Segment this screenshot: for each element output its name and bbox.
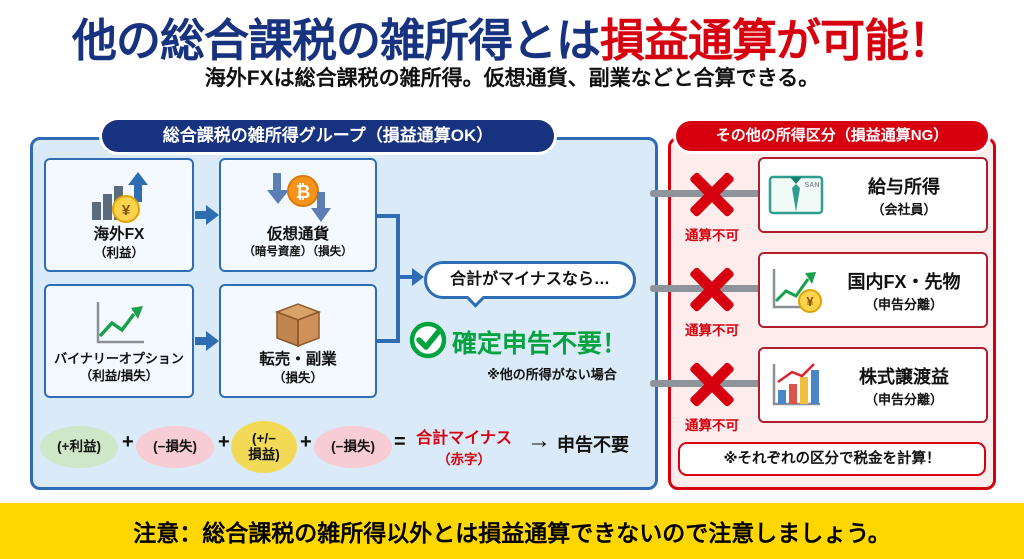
x-icon	[688, 360, 736, 408]
formula-chip-loss-2: (−損失)	[314, 426, 392, 468]
box-binary-option: バイナリーオプション （利益/損失）	[44, 284, 194, 398]
left-panel-header: 総合課税の雑所得グループ（損益通算OK）	[102, 120, 554, 152]
no-other-income-note: ※他の所得がない場合	[487, 367, 617, 382]
arrow-right-icon	[195, 331, 219, 351]
per-category-tax-note: ※それぞれの区分で税金を計算！	[678, 442, 986, 476]
chip-text: (−損失)	[331, 439, 375, 455]
x-icon	[688, 170, 736, 218]
formula-result: 合計マイナス （赤字）	[404, 424, 524, 468]
row-title: 株式譲渡益	[859, 366, 949, 387]
yen-glyph: ¥	[122, 202, 131, 219]
stock-bar-chart-icon	[772, 363, 820, 406]
equals-operator: =	[394, 431, 406, 453]
domestic-fx-chart-icon: ¥	[772, 269, 822, 313]
box-overseas-fx: ¥ 海外FX （利益）	[44, 158, 194, 272]
page-title: 他の総合課税の雑所得とは損益通算が可能！	[0, 4, 1024, 69]
formula-chip-profit: (+利益)	[40, 426, 118, 468]
row-domestic-fx: ¥ 国内FX・先物 （申告分離）	[758, 252, 988, 328]
box-label: バイナリーオプション	[54, 351, 184, 367]
box-label: 仮想通貨	[266, 226, 329, 244]
bracket-line-middle	[396, 275, 412, 279]
bracket-arrowhead-icon	[412, 268, 424, 286]
box-label: 海外FX	[93, 225, 145, 243]
row-text: 国内FX・先物 （申告分離）	[830, 268, 978, 313]
bracket-line-top	[377, 214, 400, 218]
result-line1: 合計マイナス	[416, 430, 512, 447]
btc-glyph: ₿	[296, 182, 311, 202]
right-panel-header: その他の所得区分（損益通算NG）	[676, 121, 988, 151]
plus-operator: +	[300, 431, 312, 453]
title-red-part: 損益通算が可能！	[600, 15, 953, 66]
check-icon	[409, 321, 447, 359]
box-sublabel: （利益）	[93, 245, 144, 260]
box-sublabel: （暗号資産）（損失）	[243, 246, 353, 259]
box-sublabel: （利益/損失）	[79, 369, 159, 384]
chip-text: (−損失)	[153, 439, 197, 455]
box-resale-side-job: 転売・副業 （損失）	[219, 284, 377, 398]
cardboard-box-icon	[274, 303, 322, 347]
row-stock-gains: 株式譲渡益 （申告分離）	[758, 347, 988, 423]
box-sublabel: （損失）	[272, 370, 323, 385]
cannot-offset-label: 通算不可	[685, 323, 739, 338]
yen-glyph: ¥	[806, 294, 814, 309]
row-title: 給与所得	[868, 176, 940, 197]
binary-chart-icon	[96, 302, 144, 344]
row-title: 国内FX・先物	[847, 271, 961, 292]
formula-conclusion: 申告不要	[557, 435, 629, 455]
salary-tie-icon: SAN	[768, 175, 824, 215]
caution-text: 注意：総合課税の雑所得以外とは損益通算できないので注意しましょう。	[133, 520, 891, 546]
plus-operator: +	[218, 431, 230, 453]
sum-minus-bubble: 合計がマイナスなら…	[424, 261, 636, 308]
cannot-offset-label: 通算不可	[685, 228, 739, 243]
no-tax-return-text: 確定申告不要！	[452, 330, 628, 358]
row-text: 給与所得 （会社員）	[830, 173, 978, 218]
plus-operator: +	[122, 431, 134, 453]
caution-banner: 注意：総合課税の雑所得以外とは損益通算できないので注意しましょう。	[0, 503, 1024, 559]
formula-chip-plusminus: (+/− 損益)	[231, 421, 297, 473]
row-sub: （申告分離）	[864, 391, 943, 407]
box-crypto: ₿ 仮想通貨 （暗号資産）（損失）	[219, 158, 377, 272]
chip-text: (+/−	[251, 431, 276, 447]
row-salary-income: SAN 給与所得 （会社員）	[758, 157, 988, 233]
bubble-text: 合計がマイナスなら…	[450, 271, 610, 288]
arrow-right-glyph: →	[527, 427, 551, 454]
bracket-line-bottom	[377, 339, 400, 343]
box-label: 転売・副業	[259, 350, 337, 368]
formula-chip-loss-1: (−損失)	[136, 426, 214, 468]
row-sub: （会社員）	[871, 201, 937, 217]
title-blue-part: 他の総合課税の雑所得とは	[71, 15, 601, 66]
row-sub: （申告分離）	[864, 296, 943, 312]
fx-bar-chart-icon: ¥	[92, 171, 148, 223]
row-text: 株式譲渡益 （申告分離）	[830, 363, 978, 408]
card-text: SAN	[805, 182, 820, 189]
subtitle: 海外FXは総合課税の雑所得。仮想通貨、副業などと合算できる。	[204, 67, 820, 90]
x-icon	[688, 265, 736, 313]
arrow-right-icon	[195, 205, 219, 225]
chip-text: 損益)	[248, 447, 280, 462]
result-line2: （赤字）	[437, 452, 491, 467]
crypto-coin-icon: ₿	[267, 173, 331, 223]
cannot-offset-label: 通算不可	[685, 418, 739, 433]
chip-text: (+利益)	[57, 439, 101, 455]
